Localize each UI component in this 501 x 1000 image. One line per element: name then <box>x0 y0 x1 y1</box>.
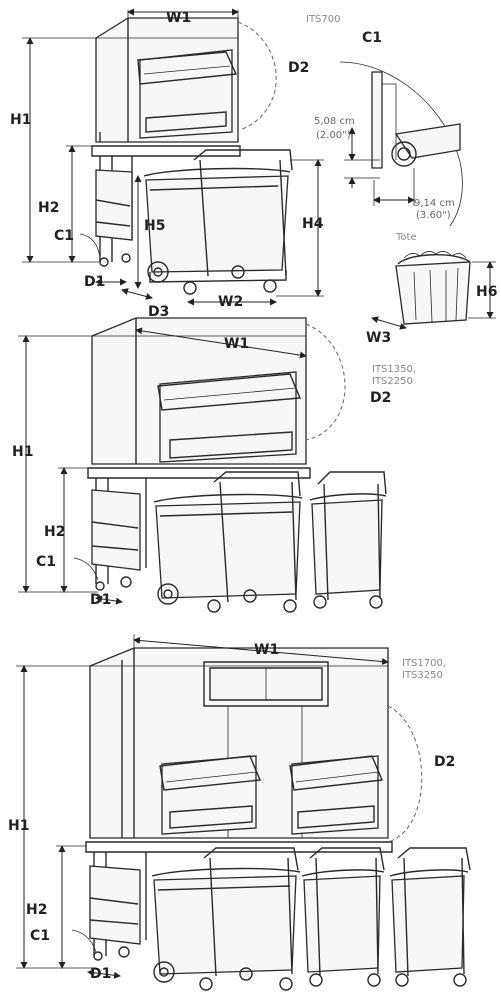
label-c1-mid: C1 <box>36 554 56 570</box>
its1350-drawing <box>87 317 387 613</box>
label-w3: W3 <box>366 330 391 346</box>
label-h1-top: H1 <box>10 112 31 128</box>
its1350-dimensions <box>18 318 307 605</box>
its1700-drawing <box>85 647 471 991</box>
its1700-dimensions <box>16 634 389 979</box>
label-h1-mid: H1 <box>12 444 33 460</box>
model-its700: ITS700 <box>306 14 341 25</box>
tote-drawing <box>371 251 496 330</box>
label-d2-mid: D2 <box>370 390 391 406</box>
c1-detail-drawing <box>339 61 463 227</box>
label-h4: H4 <box>302 216 324 232</box>
label-d1-mid: D1 <box>90 592 111 608</box>
label-h2-bottom: H2 <box>26 902 47 918</box>
model-its1350: ITS1350, <box>372 364 416 375</box>
label-d1-bottom: D1 <box>90 966 111 982</box>
label-c1-bottom: C1 <box>30 928 50 944</box>
its700-dimensions <box>22 8 324 306</box>
label-d2-top: D2 <box>288 60 309 76</box>
label-c1-top: C1 <box>54 228 74 244</box>
label-d1-top: D1 <box>84 274 105 290</box>
label-w1-bottom: W1 <box>254 642 279 658</box>
label-d3: D3 <box>148 304 169 320</box>
label-w2: W2 <box>218 294 243 310</box>
detail-horiz-imperial: (3.60") <box>416 210 451 221</box>
label-h5: H5 <box>144 218 165 234</box>
tote-title: Tote <box>395 232 417 243</box>
detail-vert-metric: 5,08 cm <box>314 116 355 127</box>
its700-drawing <box>91 17 293 295</box>
model-its2250: ITS2250 <box>372 376 413 387</box>
model-its1700: ITS1700, <box>402 658 446 669</box>
label-h2-top: H2 <box>38 200 59 216</box>
model-its3250: ITS3250 <box>402 670 443 681</box>
detail-horiz-metric: 9,14 cm <box>414 198 455 209</box>
detail-c1-title: C1 <box>362 30 382 46</box>
detail-vert-imperial: (2.00") <box>316 130 351 141</box>
label-h2-mid: H2 <box>44 524 65 540</box>
label-d2-bottom: D2 <box>434 754 455 770</box>
label-w1-mid: W1 <box>224 336 249 352</box>
label-w1-top: W1 <box>166 10 191 26</box>
label-h1-bottom: H1 <box>8 818 29 834</box>
label-h6: H6 <box>476 284 497 300</box>
